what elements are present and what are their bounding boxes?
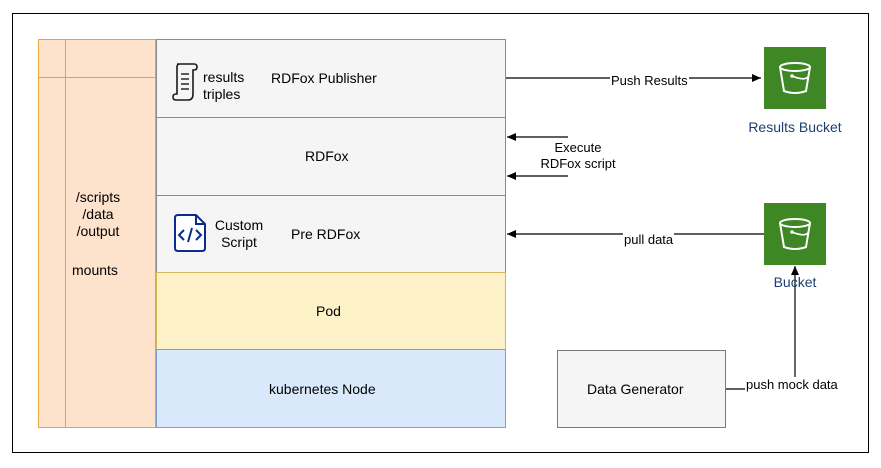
pre-rdfox-label: Pre RDFox [291, 226, 361, 242]
triples-text: triples [203, 86, 241, 102]
mount-path-output: /output [76, 223, 120, 239]
execute-text: Execute [554, 140, 602, 155]
custom-text: Custom [214, 217, 264, 233]
push-results-label: Push Results [610, 73, 689, 88]
bucket-label: Bucket [773, 274, 817, 290]
custom-script-text: Custom Script [211, 217, 267, 251]
bucket-icon [764, 203, 826, 265]
mount-path-data: /data [82, 206, 114, 222]
results-bucket-label: Results Bucket [748, 119, 842, 135]
results-bucket-icon [764, 47, 826, 109]
kubernetes-node-label: kubernetes Node [269, 381, 376, 397]
rdfox-layer [156, 117, 506, 196]
execute-rdfox-script-label: Execute RDFox script [532, 140, 624, 172]
scroll-document-icon [172, 63, 198, 101]
results-text: results [203, 69, 245, 85]
rdfox-label: RDFox [305, 148, 349, 164]
pod-label: Pod [316, 303, 341, 319]
results-triples-text: results triples [203, 69, 244, 103]
mount-column [38, 39, 156, 428]
kubernetes-node-layer [156, 349, 506, 428]
code-file-icon [174, 214, 206, 252]
mounts-label: mounts [72, 262, 118, 278]
pod-layer [156, 272, 506, 350]
rdfox-publisher-label: RDFox Publisher [271, 70, 377, 86]
mount-column-top-divider [38, 77, 156, 78]
mount-paths: /scripts /data /output [66, 189, 130, 240]
rdfox-script-text: RDFox script [540, 156, 616, 171]
mount-column-divider [65, 39, 66, 428]
push-mock-data-label: push mock data [745, 377, 839, 392]
script-text: Script [221, 234, 257, 250]
data-generator-box [557, 350, 726, 428]
pull-data-label: pull data [623, 232, 675, 247]
data-generator-label: Data Generator [587, 381, 684, 397]
rdfox-publisher-layer [156, 39, 506, 118]
pre-rdfox-layer [156, 195, 506, 273]
mount-path-scripts: /scripts [75, 189, 121, 205]
